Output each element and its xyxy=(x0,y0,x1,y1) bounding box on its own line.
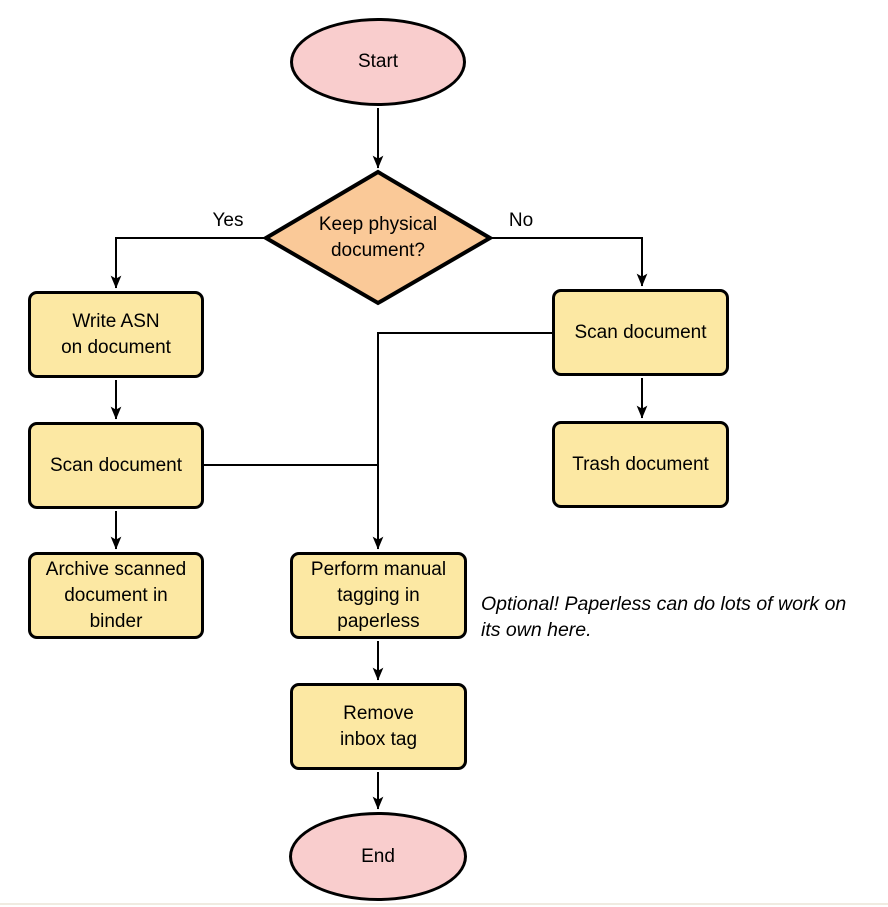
trash-document-node: Trash document xyxy=(552,421,729,508)
write-asn-node: Write ASN on document xyxy=(28,291,204,378)
trash-document-node-label: Trash document xyxy=(572,453,709,475)
remove-inbox-tag-node: Remove inbox tag xyxy=(290,683,467,770)
bottom-divider xyxy=(0,903,888,905)
edge-scan-right-to-tagging xyxy=(372,332,553,550)
no-edge-label: No xyxy=(508,210,534,231)
scan-document-right-node: Scan document xyxy=(552,289,729,376)
remove-inbox-tag-node-label: Remove inbox tag xyxy=(339,702,418,750)
edge-decision-no-to-scan-right xyxy=(491,237,648,287)
end-node: End xyxy=(289,812,467,901)
start-node: Start xyxy=(290,18,466,106)
manual-tagging-node-label: Perform manual tagging in paperless xyxy=(310,558,447,632)
scan-document-right-node-label: Scan document xyxy=(574,321,707,343)
manual-tagging-node: Perform manual tagging in paperless xyxy=(290,552,467,639)
archive-document-node-label: Archive scanned document in binder xyxy=(45,558,187,632)
decision-node: Keep physical document? xyxy=(288,194,468,282)
optional-annotation-text: Optional! Paperless can do lots of work … xyxy=(481,593,847,641)
archive-document-node: Archive scanned document in binder xyxy=(28,552,204,639)
end-node-label: End xyxy=(361,845,395,867)
scan-document-left-node-label: Scan document xyxy=(49,454,183,476)
decision-diamond-shape xyxy=(262,169,494,306)
start-node-label: Start xyxy=(357,51,399,72)
scan-document-left-node: Scan document xyxy=(28,422,204,509)
decision-node-label: Keep physical document? xyxy=(318,214,438,261)
write-asn-node-label: Write ASN on document xyxy=(61,310,171,358)
edge-decision-yes-to-write-asn xyxy=(110,237,265,289)
yes-edge-label: Yes xyxy=(212,210,244,231)
